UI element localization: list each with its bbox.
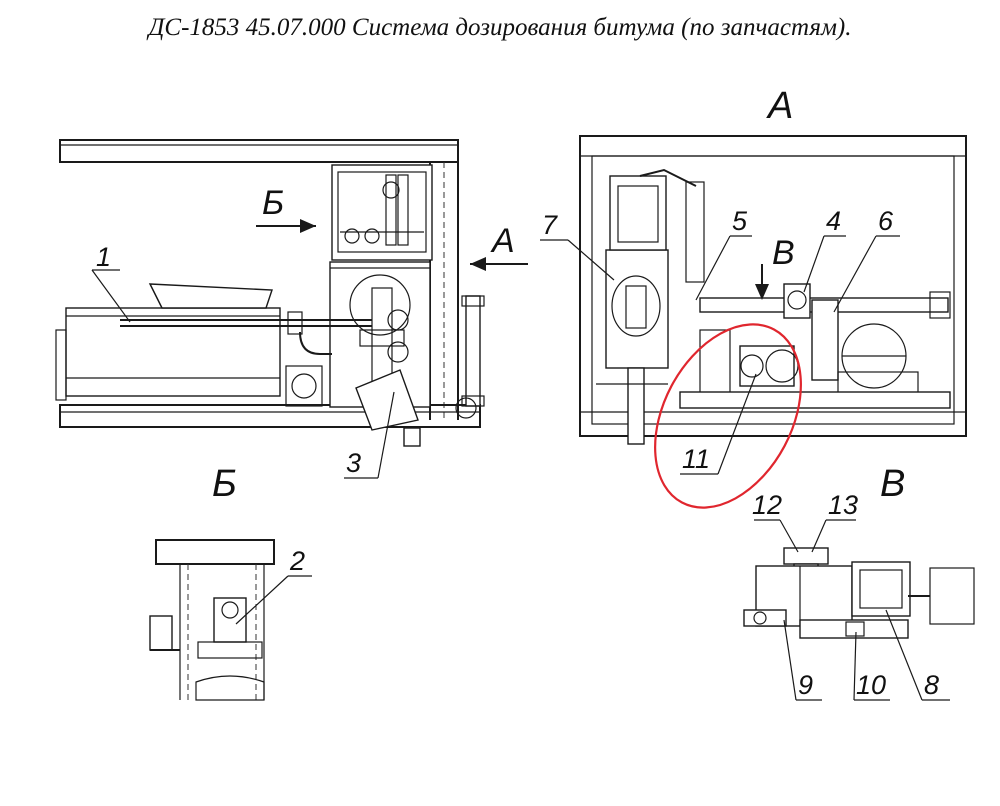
callouts-right: 7 5 4 6 11 [540,206,900,475]
callout-12: 12 [752,490,782,520]
callout-9: 9 [798,670,813,700]
view-v-detail [743,547,975,639]
callouts-view-v: 12 13 9 10 8 [752,490,950,701]
callout-5: 5 [732,206,748,236]
view-b-detail [149,539,275,701]
callouts-view-b: 2 [235,546,312,625]
left-main-view [55,139,485,447]
callout-6: 6 [878,206,894,236]
callout-10: 10 [856,670,886,700]
view-b-heading: Б [212,463,237,505]
view-arrow-v-label: В [772,234,795,272]
diagram-title: ДС-1853 45.07.000 Система дозирования би… [148,14,852,41]
view-arrow-b-label: Б [262,184,284,222]
view-arrow-b: Б [256,184,316,233]
view-v-heading: В [880,463,905,505]
callout-4: 4 [826,206,841,236]
callout-8: 8 [924,670,939,700]
callouts-left: 1 3 [91,242,395,479]
callout-1: 1 [96,242,111,272]
callout-7: 7 [542,210,558,240]
callout-2: 2 [289,546,305,576]
callout-11: 11 [682,444,710,474]
callout-3: 3 [346,448,361,478]
view-arrow-a: А [470,222,528,271]
view-a-heading: А [766,85,793,127]
view-arrow-v: В [755,234,795,300]
callout-13: 13 [828,490,858,520]
right-main-view [579,135,967,445]
highlight-ellipse [654,323,802,509]
view-arrow-a-label: А [490,222,515,260]
